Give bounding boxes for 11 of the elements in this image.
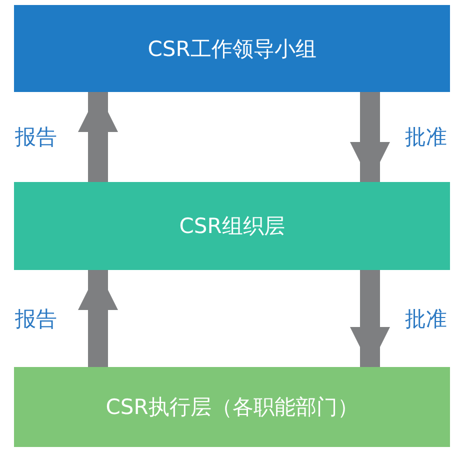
edge-label: 报告 — [15, 306, 57, 332]
process-box: CSR组织层 — [14, 182, 450, 270]
arrow — [350, 92, 390, 182]
arrow — [78, 92, 118, 182]
process-box: CSR执行层（各职能部门） — [14, 367, 450, 447]
edge-label: 批准 — [405, 124, 447, 151]
process-box: CSR工作领导小组 — [14, 5, 450, 92]
arrow — [78, 270, 118, 367]
edge-label: 报告 — [15, 124, 57, 151]
edge-label: 批准 — [405, 306, 447, 332]
arrow — [350, 270, 390, 367]
